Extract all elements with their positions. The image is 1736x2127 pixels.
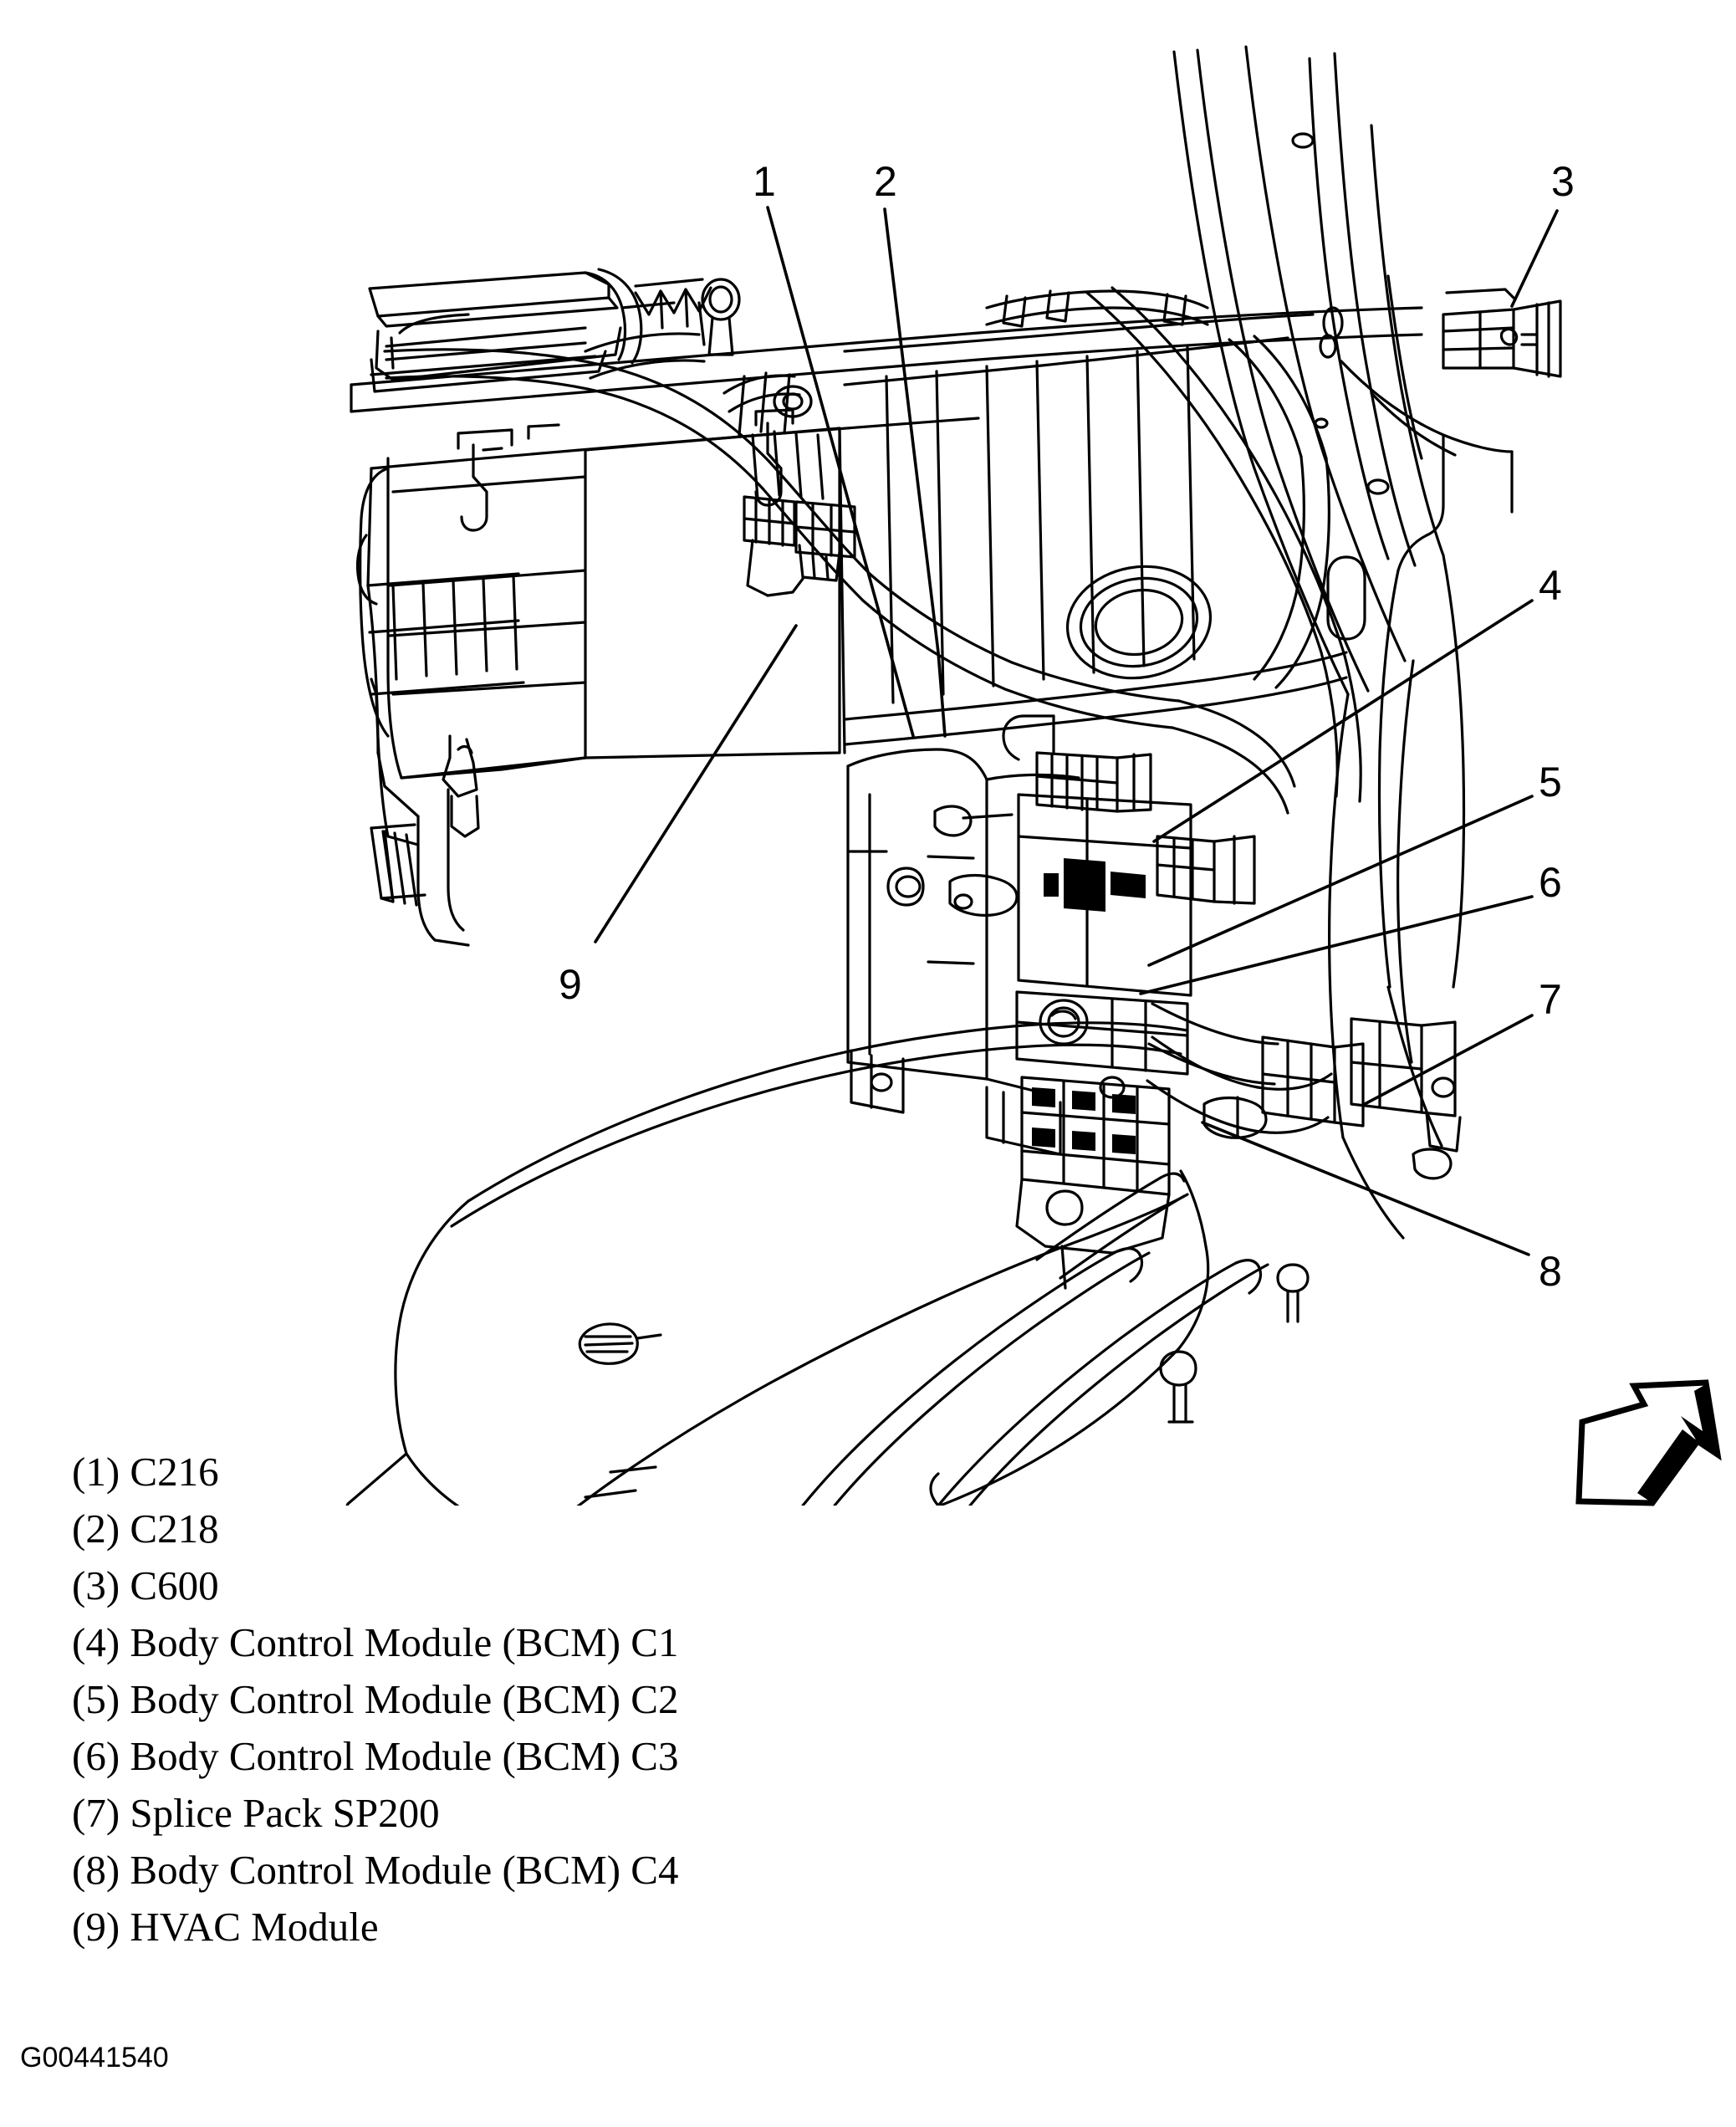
legend-item-9: (9) HVAC Module bbox=[72, 1899, 1075, 1956]
legend-label-7: Splice Pack SP200 bbox=[130, 1790, 440, 1836]
legend-item-2: (2) C218 bbox=[72, 1501, 1075, 1557]
callout-number-9: 9 bbox=[559, 961, 582, 1008]
body-control-module-assembly bbox=[948, 714, 1365, 1290]
leader-line-6 bbox=[1139, 895, 1534, 995]
legend-label-3: C600 bbox=[130, 1562, 219, 1608]
leader-line-7 bbox=[1363, 1014, 1534, 1106]
hvac-module bbox=[355, 408, 841, 947]
console-support-bracket bbox=[846, 748, 1080, 1097]
leader-line-8 bbox=[1201, 1121, 1530, 1256]
callout-number-4: 4 bbox=[1539, 562, 1562, 609]
legend-item-1: (1) C216 bbox=[72, 1444, 1075, 1501]
c600-connector bbox=[1442, 288, 1562, 378]
legend-label-5: Body Control Module (BCM) C2 bbox=[130, 1676, 679, 1722]
legend-label-2: C218 bbox=[130, 1506, 219, 1552]
legend-item-4: (4) Body Control Module (BCM) C1 bbox=[72, 1614, 1075, 1671]
legend-item-6: (6) Body Control Module (BCM) C3 bbox=[72, 1728, 1075, 1785]
callout-number-2: 2 bbox=[874, 158, 897, 205]
callout-number-6: 6 bbox=[1539, 859, 1562, 906]
leader-line-1 bbox=[766, 206, 915, 738]
vehicle-instrument-panel-illustration bbox=[345, 45, 1562, 1506]
callout-number-3: 3 bbox=[1551, 158, 1575, 205]
legend-index-5: (5) bbox=[72, 1676, 120, 1722]
callout-number-1: 1 bbox=[753, 158, 776, 205]
leader-line-3 bbox=[1510, 209, 1559, 308]
callout-number-5: 5 bbox=[1539, 759, 1562, 805]
dash-lower-support bbox=[846, 805, 1062, 1156]
floor-tunnel-and-carpet bbox=[345, 1021, 1210, 1506]
legend-index-3: (3) bbox=[72, 1562, 120, 1608]
leader-line-2 bbox=[883, 207, 947, 738]
legend-label-1: C216 bbox=[130, 1449, 219, 1495]
legend-list: (1) C216 (2) C218 (3) C600 (4) Body Cont… bbox=[72, 1444, 1075, 1956]
dash-air-vent-register bbox=[368, 268, 741, 393]
legend-label-6: Body Control Module (BCM) C3 bbox=[130, 1733, 679, 1779]
a-pillar-structure bbox=[1172, 45, 1514, 1240]
legend-index-7: (7) bbox=[72, 1790, 120, 1836]
legend-index-6: (6) bbox=[72, 1733, 120, 1779]
legend-index-8: (8) bbox=[72, 1847, 120, 1893]
seat-track-rails bbox=[801, 1172, 1310, 1506]
legend-item-5: (5) Body Control Module (BCM) C2 bbox=[72, 1671, 1075, 1728]
leader-line-5 bbox=[1147, 795, 1534, 967]
legend-item-8: (8) Body Control Module (BCM) C4 bbox=[72, 1842, 1075, 1899]
line-art-canvas bbox=[345, 45, 1562, 1506]
legend-index-9: (9) bbox=[72, 1904, 120, 1950]
callout-number-7: 7 bbox=[1539, 976, 1562, 1023]
callout-number-8: 8 bbox=[1539, 1248, 1562, 1295]
legend-label-8: Body Control Module (BCM) C4 bbox=[130, 1847, 679, 1893]
figure-id-code: G00441540 bbox=[20, 2042, 169, 2073]
forward-direction-arrow-icon bbox=[1570, 1376, 1736, 1514]
legend-index-2: (2) bbox=[72, 1506, 120, 1552]
legend-index-1: (1) bbox=[72, 1449, 120, 1495]
wire-harness-bundle bbox=[383, 286, 1362, 1134]
blower-and-center-hvac-case bbox=[838, 289, 1348, 754]
legend-item-7: (7) Splice Pack SP200 bbox=[72, 1785, 1075, 1842]
leader-line-4 bbox=[1152, 599, 1534, 843]
leader-line-9 bbox=[594, 624, 798, 943]
legend-item-3: (3) C600 bbox=[72, 1557, 1075, 1614]
lower-console-trim bbox=[1350, 1017, 1462, 1180]
c216-c218-connectors bbox=[722, 371, 856, 597]
legend-index-4: (4) bbox=[72, 1619, 120, 1665]
callout-leader-lines bbox=[594, 206, 1559, 1256]
legend-label-4: Body Control Module (BCM) C1 bbox=[130, 1619, 679, 1665]
legend-label-9: HVAC Module bbox=[130, 1904, 379, 1950]
